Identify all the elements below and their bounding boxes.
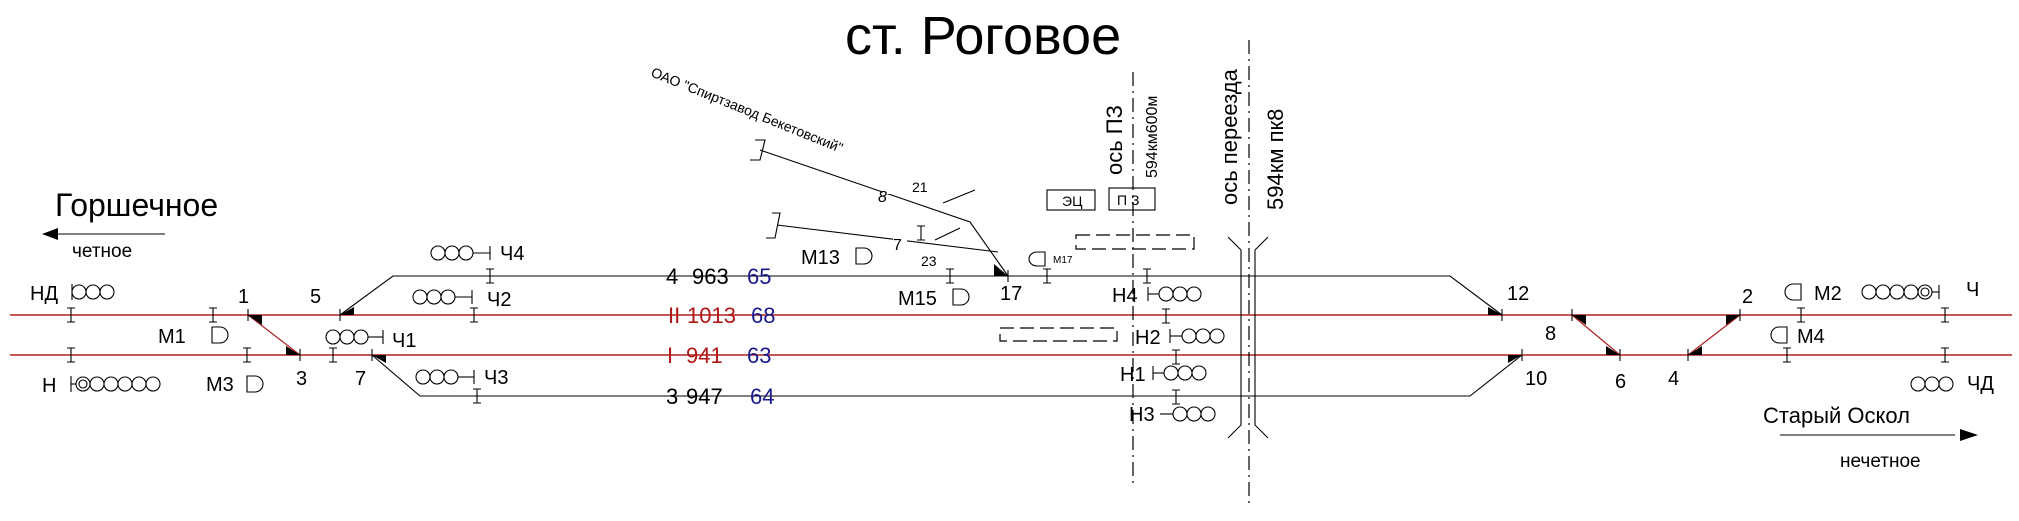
signal-CHD-label: ЧД xyxy=(1967,373,1994,395)
left-station-name: Горшечное xyxy=(55,187,218,223)
signal-N3-label: Н3 xyxy=(1129,404,1155,426)
switch-21-spur xyxy=(942,189,976,204)
switch-23-spur xyxy=(934,227,961,241)
track-I-length: 941 xyxy=(686,343,723,368)
signal-M4-icon xyxy=(1770,326,1788,344)
switch-23: 23 xyxy=(921,253,937,269)
switch-7: 7 xyxy=(355,368,366,390)
right-parity-label: нечетное xyxy=(1840,451,1921,472)
track-4-capacity: 65 xyxy=(747,264,771,289)
signal-CH1-label: Ч1 xyxy=(392,330,416,352)
signal-N2-icon xyxy=(1169,328,1225,344)
signal-M2-icon xyxy=(1784,283,1802,301)
building-pz-label: П З xyxy=(1117,192,1139,208)
track-3-capacity: 64 xyxy=(750,384,774,409)
signal-M15-icon xyxy=(952,288,970,306)
switch-1: 1 xyxy=(238,286,249,308)
insulating-joints xyxy=(67,225,1949,405)
level-crossing xyxy=(1227,236,1269,439)
signal-M2-label: М2 xyxy=(1814,283,1842,305)
signal-CH4-icon xyxy=(430,245,491,261)
signal-M15-label: М15 xyxy=(898,288,937,310)
switch-8: 8 xyxy=(1545,323,1556,345)
signal-CH1-icon xyxy=(325,329,384,345)
siding-track-7 xyxy=(776,224,999,253)
building-ec-label: ЭЦ xyxy=(1062,193,1083,209)
signal-M1-label: М1 xyxy=(158,326,186,348)
signal-M3-icon xyxy=(246,375,264,393)
crossing-axis-km: 594км пк8 xyxy=(1263,109,1288,210)
signal-M3-label: М3 xyxy=(206,374,234,396)
signal-N-icon xyxy=(70,376,161,392)
signal-M13-icon xyxy=(855,247,873,265)
signal-CH3-label: Ч3 xyxy=(484,367,508,389)
switch-markers xyxy=(248,264,1740,363)
signal-N4-label: Н4 xyxy=(1112,285,1138,307)
siding-owner-label: ОАО "Спиртзавод Бекетовский" xyxy=(649,64,845,156)
crossover-8-6 xyxy=(1571,314,1621,356)
platform-middle xyxy=(999,327,1118,342)
signal-M17-label: М17 xyxy=(1053,255,1073,266)
signal-M13-label: М13 xyxy=(801,247,840,269)
crossover-2-4 xyxy=(1687,314,1741,356)
signal-M1-icon xyxy=(211,326,229,344)
left-arrow-icon xyxy=(42,228,58,240)
right-station-name: Старый Оскол xyxy=(1763,403,1910,428)
signal-ND-label: НД xyxy=(30,283,58,305)
signal-N3-icon xyxy=(1160,406,1216,422)
switch-17: 17 xyxy=(1000,283,1022,305)
switch-3: 3 xyxy=(296,368,307,390)
track-3-length: 947 xyxy=(686,384,723,409)
signal-CH2-label: Ч2 xyxy=(487,289,511,311)
crossing-axis-label: ось переезда xyxy=(1217,68,1242,205)
track-labels: 4 963 65 II 1013 68 I 941 63 3 947 64 xyxy=(666,264,775,409)
side-track-4 xyxy=(339,275,1503,316)
signal-CH3-icon xyxy=(415,369,475,385)
signal-N-label: Н xyxy=(42,375,56,397)
siding-track-7-label: 7 xyxy=(893,237,902,254)
signal-N1-label: Н1 xyxy=(1120,364,1146,386)
track-II-capacity: 68 xyxy=(751,303,775,328)
switch-5: 5 xyxy=(310,286,321,308)
switch-4: 4 xyxy=(1668,368,1679,390)
signal-N2-label: Н2 xyxy=(1135,327,1161,349)
signal-CH-icon xyxy=(1861,284,1940,300)
left-parity-label: четное xyxy=(72,241,132,262)
signal-N4-icon xyxy=(1147,286,1202,302)
switch-21: 21 xyxy=(912,179,928,195)
signal-N1-icon xyxy=(1152,365,1207,381)
track-4-number: 4 xyxy=(666,264,678,289)
crossover-1-3 xyxy=(247,314,301,356)
track-I-capacity: 63 xyxy=(747,343,771,368)
track-3-number: 3 xyxy=(666,384,678,409)
switch-6: 6 xyxy=(1615,371,1626,393)
pz-axis-km: 594км600м xyxy=(1144,96,1161,178)
switch-10: 10 xyxy=(1525,368,1547,390)
track-I-number: I xyxy=(667,343,673,368)
switch-2: 2 xyxy=(1742,286,1753,308)
siding-track-8 xyxy=(759,149,1009,277)
signals: НД Н Ч ЧД Ч4 Ч2 Ч1 Ч3 Н4 Н2 Н1 Н3 М1 М3 … xyxy=(30,243,1994,426)
signal-CHD-icon xyxy=(1910,376,1954,392)
platform-upper xyxy=(1075,234,1195,250)
switch-12: 12 xyxy=(1507,283,1529,305)
building-ec xyxy=(1046,189,1096,211)
signal-ND-icon xyxy=(71,284,115,300)
signal-M17-icon xyxy=(1028,251,1046,267)
signal-CH4-label: Ч4 xyxy=(500,243,524,265)
track-II-number: II xyxy=(668,303,680,328)
signal-CH2-icon xyxy=(412,289,473,305)
pz-axis-label: ось ПЗ xyxy=(1102,105,1127,175)
siding-8-buffer xyxy=(750,139,766,161)
station-title: ст. Роговое xyxy=(845,6,1121,66)
building-pz xyxy=(1108,187,1156,211)
signal-CH-label: Ч xyxy=(1966,279,1979,301)
siding-track-8-label: 8 xyxy=(878,189,887,206)
side-track-3 xyxy=(371,354,1523,397)
track-4-length: 963 xyxy=(692,264,729,289)
track-II-length: 1013 xyxy=(687,303,736,328)
switch-numbers: 1 3 5 7 17 12 10 8 6 4 2 xyxy=(238,283,1753,393)
right-arrow-icon xyxy=(1960,429,1978,441)
signal-M4-label: М4 xyxy=(1797,326,1825,348)
